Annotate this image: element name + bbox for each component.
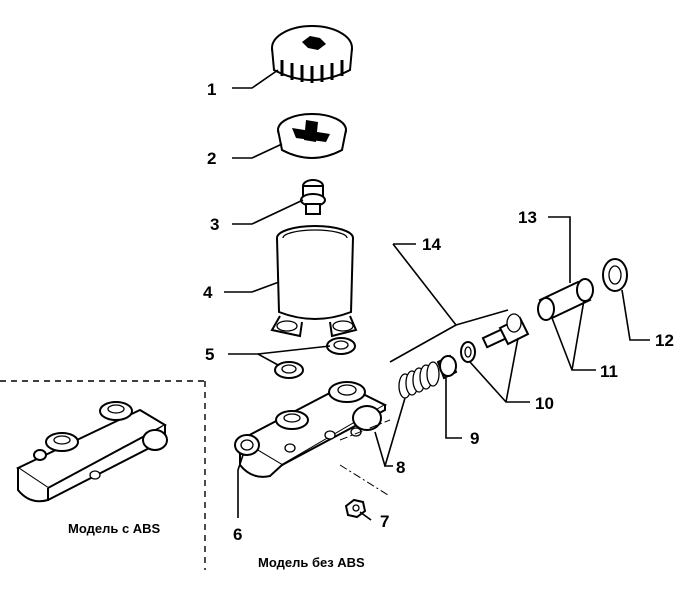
callout-3: 3 xyxy=(210,215,219,234)
caption-with-abs: Модель с ABS xyxy=(68,521,161,536)
callout-11: 11 xyxy=(600,362,618,381)
reservoir-float xyxy=(300,179,326,215)
caption-without-abs: Модель без ABS xyxy=(258,555,365,570)
callout-12: 12 xyxy=(655,331,674,350)
center-line xyxy=(339,419,391,496)
brake-fluid-reservoir xyxy=(270,225,358,338)
callout-9: 9 xyxy=(470,429,479,448)
callout-13: 13 xyxy=(518,208,537,227)
reservoir-grommets xyxy=(274,337,356,379)
callout-14: 14 xyxy=(422,235,441,254)
master-cylinder-body xyxy=(234,381,388,478)
abs-inset-frame xyxy=(0,380,206,570)
callout-4: 4 xyxy=(203,283,213,302)
piston-seal xyxy=(460,341,476,363)
callout-8: 8 xyxy=(396,458,405,477)
abs-master-cylinder-body xyxy=(15,401,168,503)
primary-piston xyxy=(481,313,530,349)
callout-10: 10 xyxy=(535,394,554,413)
leader-lines xyxy=(224,69,650,521)
callout-1: 1 xyxy=(207,80,216,99)
piston-cups xyxy=(537,278,594,321)
reservoir-cap xyxy=(271,25,353,83)
secondary-piston xyxy=(436,354,458,380)
callout-2: 2 xyxy=(207,149,216,168)
reservoir-strainer xyxy=(277,113,347,159)
return-spring xyxy=(398,361,440,399)
callout-7: 7 xyxy=(380,512,389,531)
dust-boot xyxy=(602,258,628,292)
callout-5: 5 xyxy=(205,345,214,364)
callout-6: 6 xyxy=(233,525,242,544)
